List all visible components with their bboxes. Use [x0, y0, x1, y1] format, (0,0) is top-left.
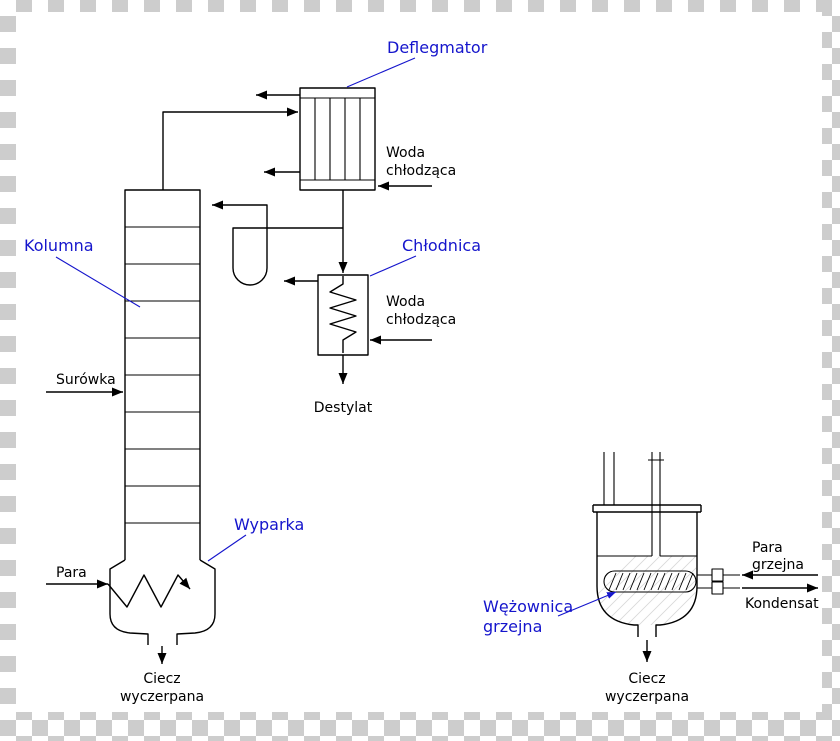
reflux-u-seal-line — [212, 200, 343, 286]
cooling-water-label-cooler-line2: chłodząca — [386, 312, 456, 328]
deflegmator-leader-line — [346, 57, 416, 88]
wyparka-label: Wyparka — [234, 515, 304, 534]
cooling-water-label-dephlegmator-line2: chłodząca — [386, 163, 456, 179]
reflux-piping-group — [212, 190, 348, 286]
bottoms-label-kettle-line1: Ciecz — [628, 671, 665, 687]
wezownica-grzejna-label-line1: Wężownica — [483, 597, 573, 616]
bottoms-label-kettle-line2: wyczerpana — [605, 689, 689, 705]
chlodnica-leader-line — [369, 255, 417, 277]
bottoms-label-column-line1: Ciecz — [143, 671, 180, 687]
feed-label: Surówka — [56, 372, 116, 388]
kettle-lid — [592, 504, 702, 513]
deflegmator-label: Deflegmator — [387, 38, 488, 57]
cooler-group — [284, 274, 432, 384]
chlodnica-label: Chłodnica — [402, 236, 481, 255]
dephlegmator-shell — [299, 87, 376, 191]
overhead-vapor-line — [162, 107, 298, 190]
dephlegmator-group — [256, 87, 432, 191]
wezownica-grzejna-label-line2: grzejna — [483, 617, 542, 636]
heating-steam-label-line2: grzejna — [752, 557, 804, 573]
evaporator-heating-zigzag — [107, 574, 191, 608]
labels: Deflegmator Kolumna Chłodnica Wyparka Wę… — [24, 38, 819, 705]
kolumna-leader-line — [55, 256, 141, 308]
column-trays — [125, 226, 200, 524]
wezownica-leader-line — [557, 591, 617, 617]
coil-nozzles — [697, 574, 740, 589]
kolumna-label: Kolumna — [24, 236, 94, 255]
coil-flange-lower — [711, 581, 724, 595]
coil-flange-upper — [711, 568, 724, 582]
heating-coil-hatch — [608, 572, 694, 591]
bottoms-label-column-line2: wyczerpana — [120, 689, 204, 705]
kettle-shell — [596, 512, 698, 637]
wyparka-leader-line — [207, 534, 247, 562]
kettle-dip-tube — [648, 452, 664, 556]
steam-label: Para — [56, 565, 87, 581]
cooling-water-label-dephlegmator-line1: Woda — [386, 145, 425, 161]
distillate-label: Destylat — [314, 400, 373, 416]
label-leaders — [55, 57, 617, 617]
condensate-label: Kondensat — [745, 596, 819, 612]
evaporator-shell — [109, 559, 216, 645]
evaporator-group — [46, 559, 216, 664]
dephlegmator-tubes — [300, 97, 375, 181]
cooler-coil — [329, 276, 357, 353]
heating-steam-label-line1: Para — [752, 540, 783, 556]
kettle-group — [592, 452, 818, 662]
kettle-nozzle-left — [603, 452, 615, 505]
diagram-sheet — [16, 12, 822, 712]
cooling-water-label-cooler-line1: Woda — [386, 294, 425, 310]
heating-coil — [603, 570, 697, 593]
